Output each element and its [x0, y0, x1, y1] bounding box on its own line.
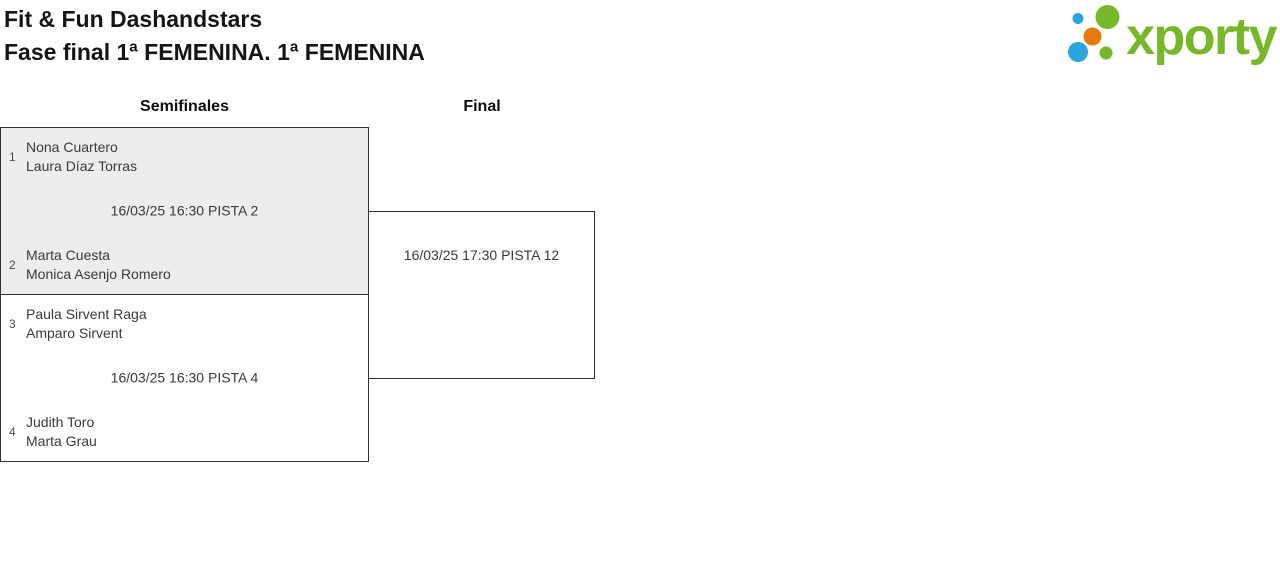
player-name: Nona Cuartero [26, 139, 118, 155]
xporty-wordmark: xporty [1126, 8, 1277, 66]
match-semifinal-1[interactable]: 1 Nona Cuartero Laura Díaz Torras 16/03/… [0, 127, 369, 295]
player-name: Monica Asenjo Romero [26, 266, 171, 282]
team-names: Nona Cuartero Laura Díaz Torras [26, 138, 137, 176]
player-name: Marta Grau [26, 433, 97, 449]
player-name: Judith Toro [26, 414, 95, 430]
team-slot-seed-2: 2 Marta Cuesta Monica Asenjo Romero [1, 246, 368, 284]
team-slot-seed-3: 3 Paula Sirvent Raga Amparo Sirvent [1, 305, 368, 343]
team-names: Paula Sirvent Raga Amparo Sirvent [26, 305, 147, 343]
player-name: Paula Sirvent Raga [26, 306, 147, 322]
round-header-final: Final [463, 98, 501, 115]
team-slot-seed-1: 1 Nona Cuartero Laura Díaz Torras [1, 138, 368, 176]
seed-number: 2 [9, 258, 16, 272]
seed-number: 3 [9, 317, 16, 331]
round-header-semifinales: Semifinales [140, 98, 229, 115]
match-semifinal-2[interactable]: 3 Paula Sirvent Raga Amparo Sirvent 16/0… [0, 294, 369, 462]
xporty-logo[interactable]: xporty [1063, 2, 1277, 72]
phase-category-subtitle: Fase final 1ª FEMENINA. 1ª FEMENINA [4, 39, 425, 65]
match-final[interactable]: 16/03/25 17:30 PISTA 12 [368, 211, 595, 379]
player-name: Laura Díaz Torras [26, 158, 138, 174]
match-schedule: 16/03/25 17:30 PISTA 12 [403, 247, 560, 263]
player-name: Marta Cuesta [26, 247, 111, 263]
team-names: Judith Toro Marta Grau [26, 413, 97, 451]
seed-number: 4 [9, 425, 16, 439]
team-names: Marta Cuesta Monica Asenjo Romero [26, 246, 171, 284]
player-name: Amparo Sirvent [26, 325, 123, 341]
tournament-name: Fit & Fun Dashandstars [4, 6, 263, 32]
page-title: Fit & Fun Dashandstars Fase final 1ª FEM… [4, 3, 425, 69]
team-slot-seed-4: 4 Judith Toro Marta Grau [1, 413, 368, 451]
xporty-dots-icon [1068, 5, 1120, 62]
match-schedule: 16/03/25 16:30 PISTA 2 [110, 202, 259, 219]
seed-number: 1 [9, 150, 16, 164]
match-schedule: 16/03/25 16:30 PISTA 4 [110, 369, 259, 386]
